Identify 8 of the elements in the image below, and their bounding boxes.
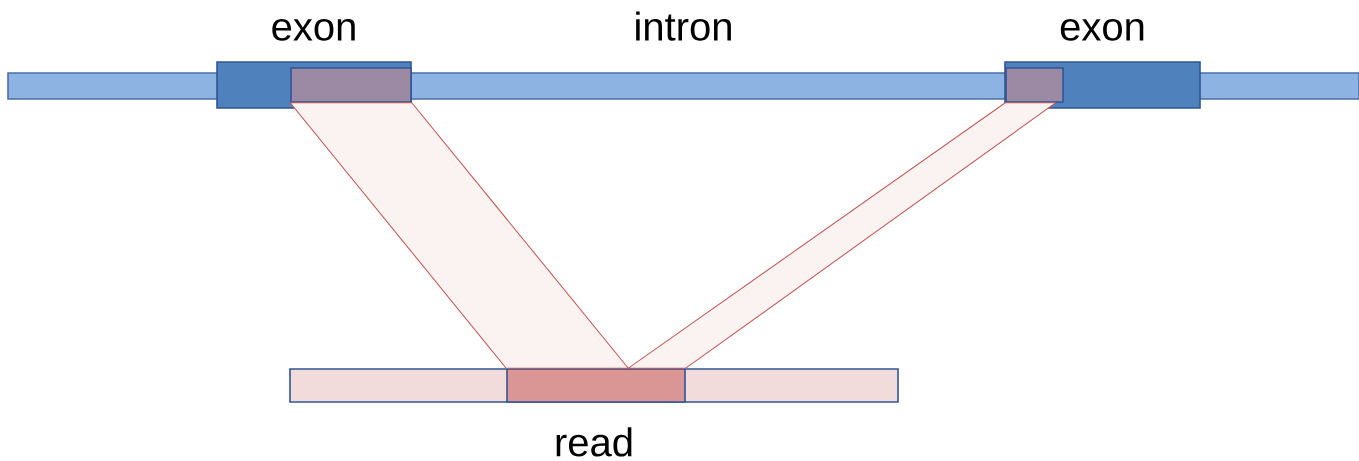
node-label: read xyxy=(556,427,632,457)
aligned-segment xyxy=(290,67,412,103)
aligned-segment xyxy=(1005,67,1064,103)
node-label: exon xyxy=(1060,18,1144,41)
read-segment xyxy=(506,368,686,403)
node-label: intron xyxy=(636,11,731,41)
alignment-band xyxy=(289,102,629,369)
node-label: exon xyxy=(272,18,355,41)
